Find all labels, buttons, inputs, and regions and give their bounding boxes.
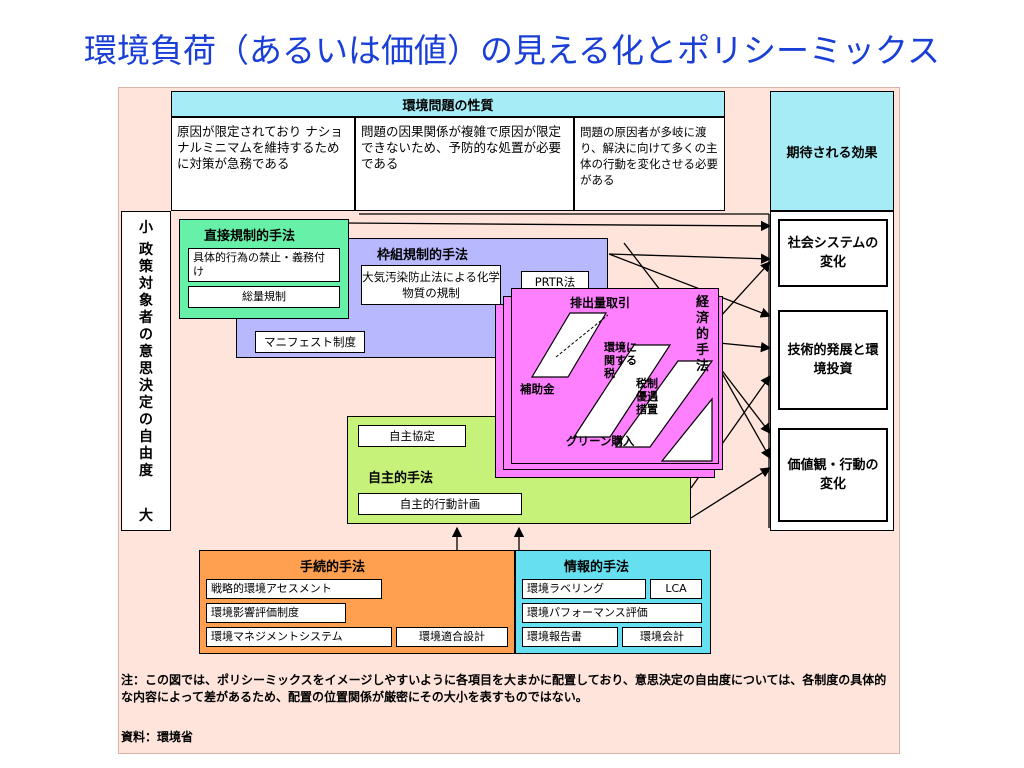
- nature-header: 環境問題の性質: [171, 91, 725, 117]
- effect-values-text: 価値観・行動の変化: [787, 458, 879, 492]
- effect-technology-text: 技術的発展と環境投資: [787, 343, 879, 377]
- nature-col-3: 問題の原因者が多岐に渡り、解決に向けて多くの主体の行動を変化させる必要がある: [574, 117, 725, 211]
- effect-social-system-text: 社会システムの変化: [787, 236, 879, 270]
- economic-tax-preference: 税制優遇措置: [636, 377, 658, 416]
- informational-labeling: 環境ラベリング: [522, 579, 646, 599]
- economic-emission-trading: 排出量取引: [570, 296, 631, 310]
- axis-small: 小: [139, 220, 153, 236]
- note-text: この図では、ポリシーミックスをイメージしやすいように各項目を大まかに配置しており…: [121, 673, 887, 704]
- note-prefix: 注：: [121, 673, 146, 687]
- economic-title: 経済的手法: [696, 295, 710, 374]
- procedural-approach-box: 手続的手法 戦略的環境アセスメント 環境影響評価制度 環境マネジメントシステム …: [199, 550, 515, 654]
- informational-lca: LCA: [650, 579, 702, 599]
- diagram-note: 注：この図では、ポリシーミックスをイメージしやすいように各項目を大まかに配置して…: [121, 672, 891, 706]
- procedural-eia: 環境影響評価制度: [206, 603, 346, 623]
- effect-values: 価値観・行動の変化: [778, 428, 888, 522]
- axis-large: 大: [139, 508, 153, 524]
- framework-item-manifest: マニフェスト制度: [255, 331, 365, 353]
- economic-parallelograms: [530, 312, 714, 462]
- economic-subsidy: 補助金: [520, 382, 555, 396]
- expected-effects-header: 期待される効果: [770, 91, 894, 211]
- diagram-source: 資料：環境省: [121, 730, 194, 744]
- direct-item-total: 総量規制: [188, 286, 340, 308]
- informational-approach-box: 情報的手法 環境ラベリング LCA 環境パフォーマンス評価 環境報告書 環境会計: [515, 550, 711, 654]
- axis-label: 政策対象者の意思決定の自由度: [139, 242, 153, 479]
- procedural-title: 手続的手法: [300, 560, 366, 575]
- direct-regulation-box: 直接規制的手法 具体的行為の禁止・義務付け 総量規制: [179, 219, 349, 319]
- framework-item-air: 大気汚染防止法による化学物質の規制: [361, 265, 501, 305]
- economic-approach-box: 排出量取引 経済的手法 環境に関する税 補助金 税制優遇措置 グリーン購入: [511, 288, 719, 464]
- effect-social-system: 社会システムの変化: [778, 219, 888, 287]
- slide-title: 環境負荷（あるいは価値）の見える化とポリシーミックス: [83, 31, 941, 70]
- informational-performance: 環境パフォーマンス評価: [522, 603, 702, 623]
- voluntary-action-plan: 自主的行動計画: [358, 493, 522, 515]
- voluntary-title: 自主的手法: [368, 471, 434, 486]
- policy-mix-diagram: 環境問題の性質 原因が限定されており ナショナルミニマムを維持するために対策が急…: [118, 87, 900, 754]
- procedural-sea: 戦略的環境アセスメント: [206, 579, 382, 599]
- procedural-ems: 環境マネジメントシステム: [206, 627, 392, 647]
- informational-title: 情報的手法: [564, 560, 630, 575]
- framework-title: 枠組規制的手法: [377, 248, 469, 263]
- framework-item-prtr: PRTR法: [521, 271, 589, 293]
- procedural-dfe: 環境適合設計: [396, 627, 508, 647]
- nature-col-1: 原因が限定されており ナショナルミニマムを維持するために対策が急務である: [171, 117, 355, 211]
- economic-environmental-tax: 環境に関する税: [604, 341, 637, 380]
- nature-col-2: 問題の因果関係が複雑で原因が限定できないため、予防的な処置が必要である: [355, 117, 574, 211]
- direct-item-prohibition: 具体的行為の禁止・義務付け: [188, 248, 340, 282]
- economic-green-purchasing: グリーン購入: [566, 434, 635, 448]
- effect-technology: 技術的発展と環境投資: [778, 310, 888, 410]
- informational-report: 環境報告書: [522, 627, 618, 647]
- informational-accounting: 環境会計: [622, 627, 702, 647]
- freedom-axis: 小 政策対象者の意思決定の自由度 大: [121, 211, 171, 531]
- direct-title: 直接規制的手法: [204, 229, 296, 244]
- connector-lines: [341, 213, 772, 550]
- voluntary-agreement: 自主協定: [358, 425, 466, 447]
